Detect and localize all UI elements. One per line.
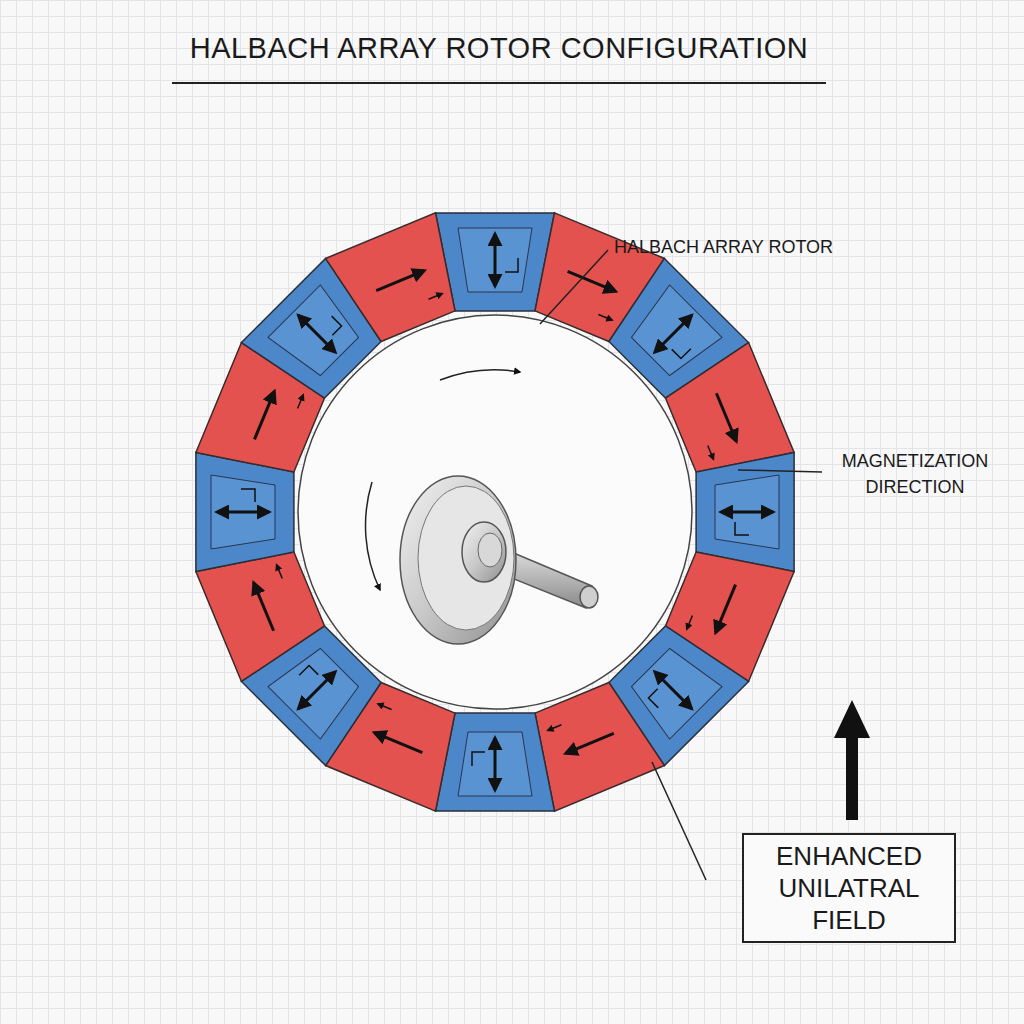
diagram-title: HALBACH ARRAY ROTOR CONFIGURATION bbox=[172, 32, 826, 65]
box-text-group: ENHANCED UNILATRAL FIELD bbox=[752, 840, 946, 936]
callout-label: HALBACH ARRAY ROTOR bbox=[614, 234, 894, 260]
callout-label: MAGNETIZATION DIRECTION bbox=[826, 448, 1004, 500]
box-text: ENHANCED UNILATRAL FIELD bbox=[752, 840, 946, 936]
field-box: ENHANCED UNILATRAL FIELD bbox=[742, 833, 956, 943]
